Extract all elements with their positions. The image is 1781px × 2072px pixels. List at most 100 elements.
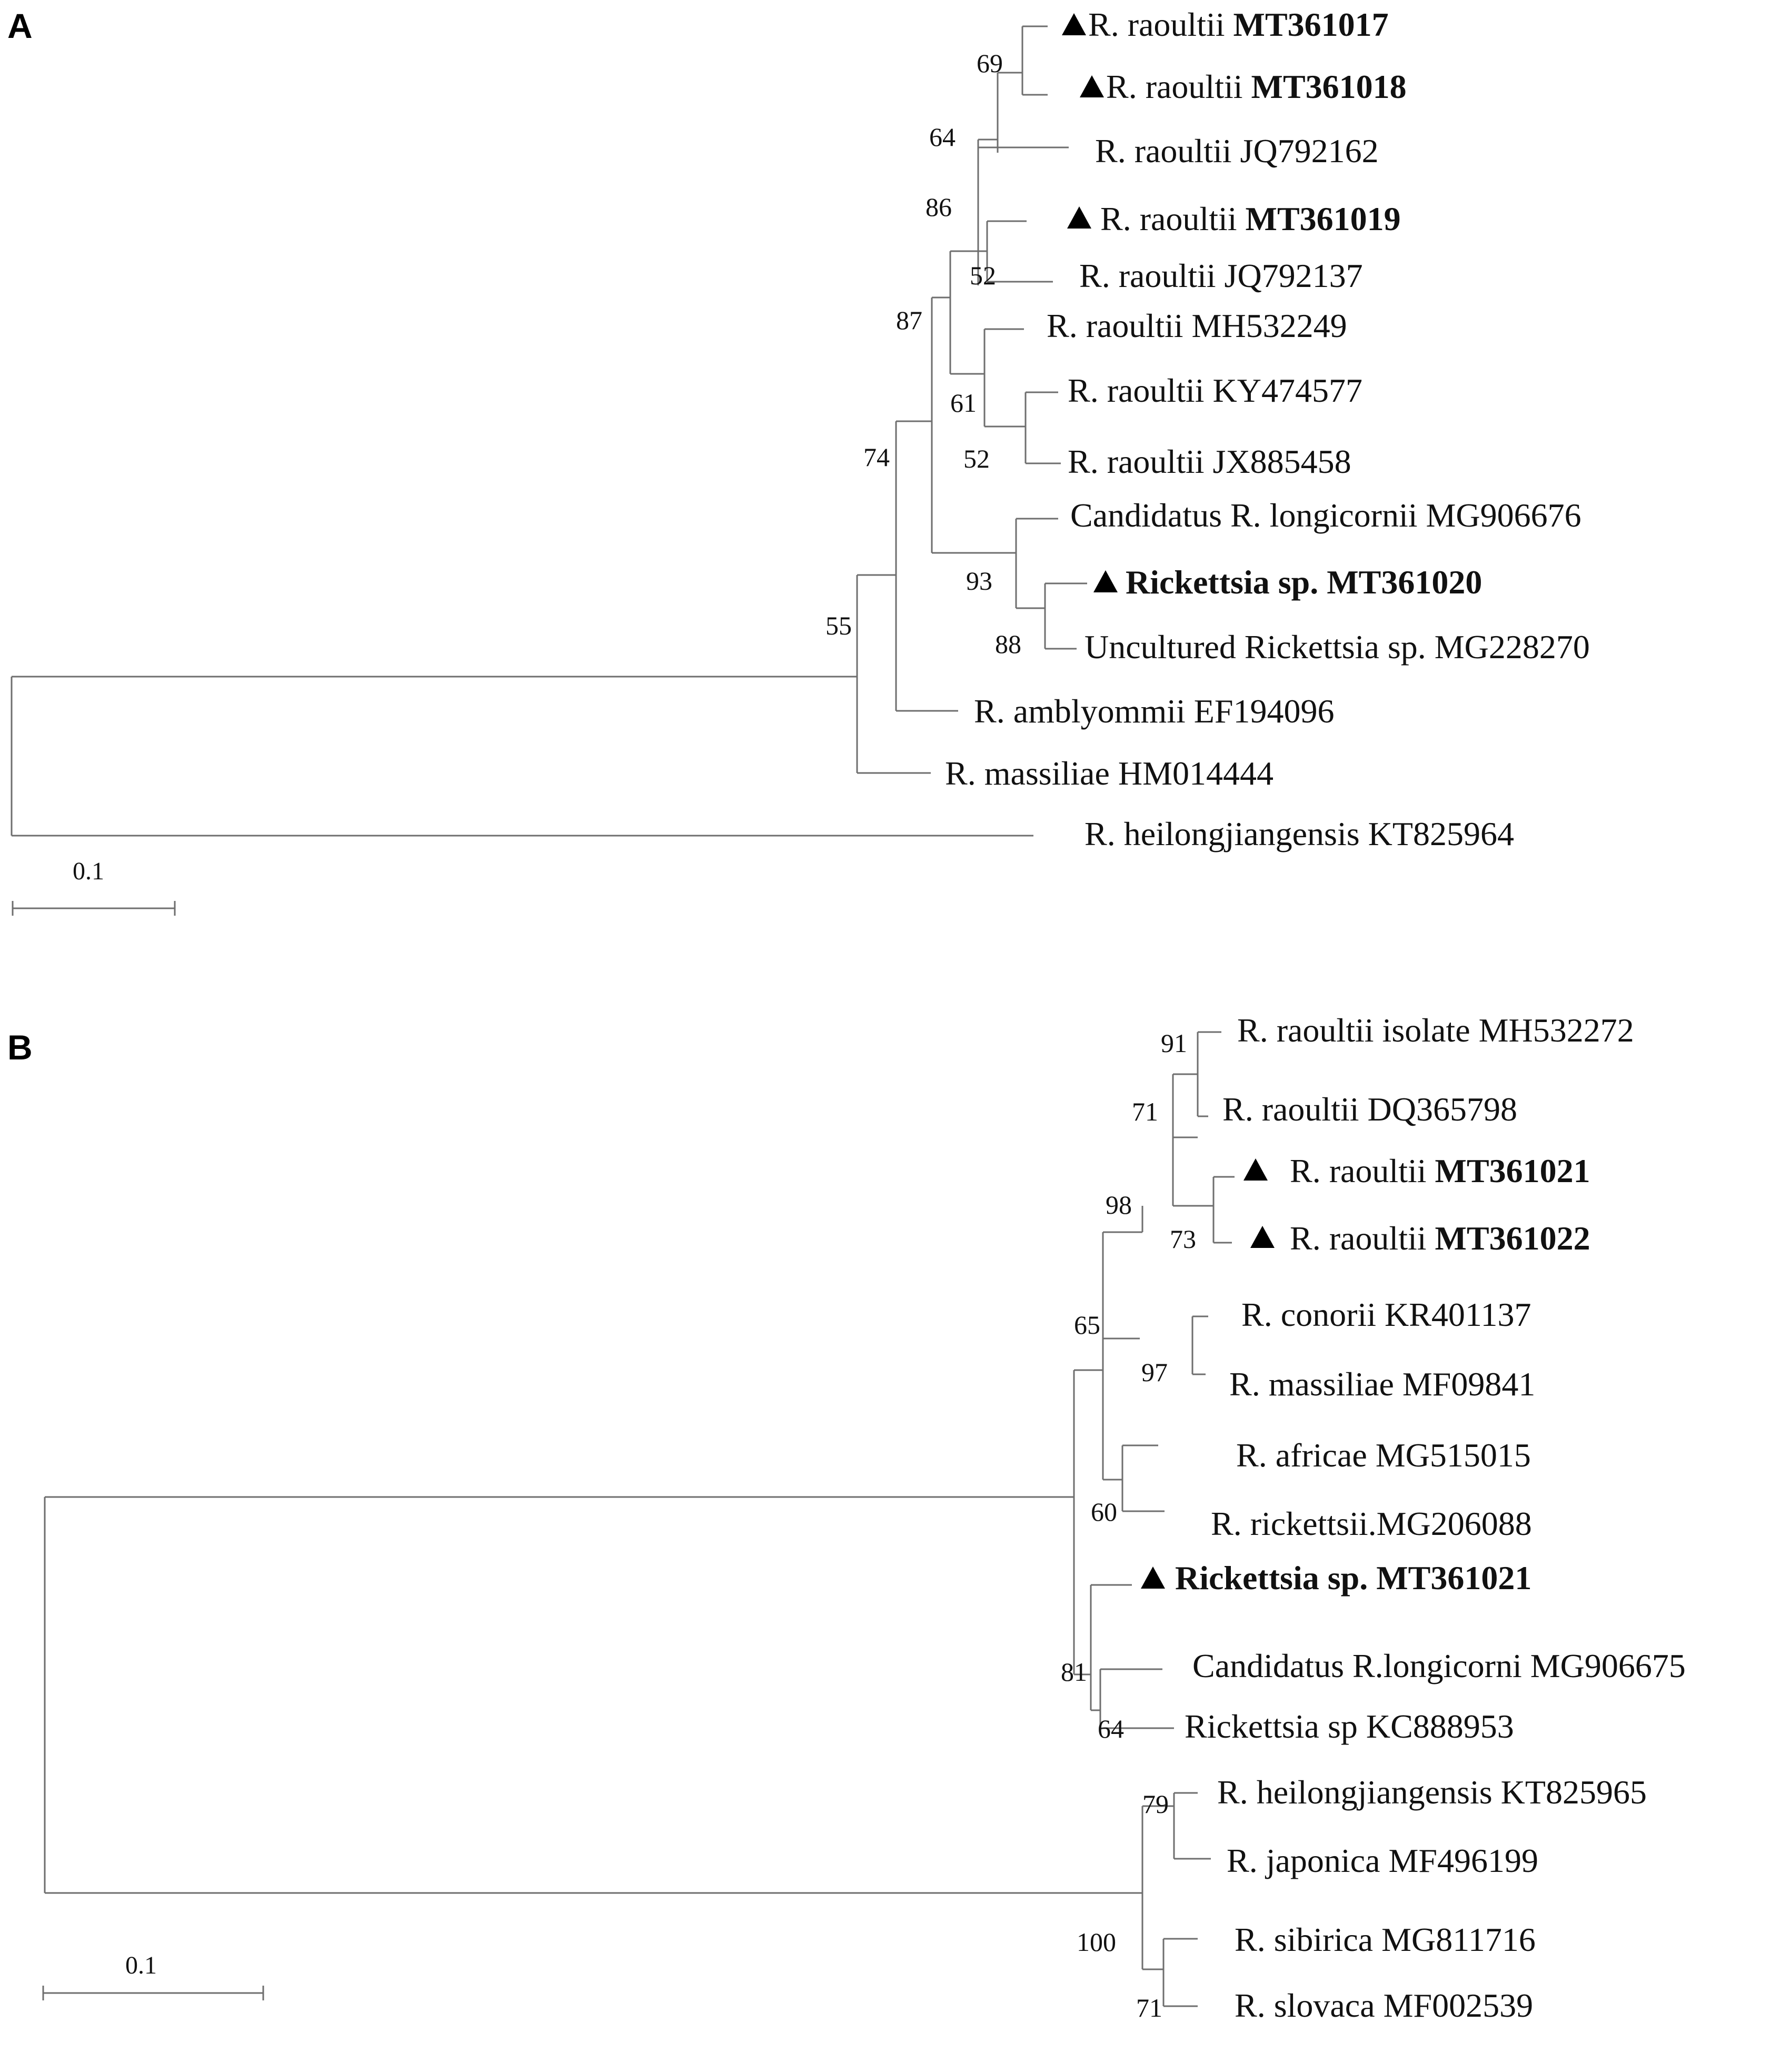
bootstrap-value: 71: [1136, 1993, 1162, 2023]
leaf-name: R. conorii: [1241, 1296, 1376, 1333]
svg-text:R. raoultii MT361021: R. raoultii MT361021: [1290, 1152, 1590, 1189]
panel-b: B: [7, 1012, 1686, 2024]
svg-text:R. slovaca MF002539: R. slovaca MF002539: [1235, 1987, 1533, 2024]
leaf-label: R. raoultii MT361022: [1250, 1220, 1590, 1257]
bootstrap-value: 61: [950, 388, 977, 418]
bootstrap-value: 97: [1141, 1357, 1168, 1387]
panel-a-bootstrap: 69 64 86 52 87 61 52 74 93 88 55: [825, 48, 1021, 659]
leaf-label: R. conorii KR401137: [1241, 1296, 1531, 1333]
svg-text:R. raoultii JX885458: R. raoultii JX885458: [1068, 443, 1351, 480]
leaf-label: R. africae MG515015: [1236, 1436, 1531, 1474]
leaf-accession: MG906675: [1530, 1647, 1686, 1684]
leaf-label: R. raoultii DQ365798: [1222, 1090, 1517, 1128]
triangle-marker-icon: [1141, 1567, 1165, 1589]
triangle-marker-icon: [1093, 570, 1118, 592]
bootstrap-value: 79: [1142, 1789, 1169, 1819]
leaf-name: R. raoultii: [1079, 257, 1216, 294]
leaf-name: Rickettsia sp.: [1175, 1559, 1368, 1597]
bootstrap-value: 98: [1106, 1190, 1132, 1220]
bootstrap-value: 71: [1132, 1097, 1158, 1126]
svg-text:R. raoultii isolate MH532272: R. raoultii isolate MH532272: [1237, 1012, 1634, 1049]
leaf-label: Rickettsia sp. MT361021: [1141, 1559, 1531, 1597]
svg-text:Uncultured Rickettsia sp. MG22: Uncultured Rickettsia sp. MG228270: [1084, 628, 1590, 666]
leaf-name: R. massiliae: [945, 755, 1110, 792]
bootstrap-value: 88: [995, 629, 1021, 659]
leaf-accession: MT361018: [1251, 68, 1407, 105]
panel-a-label: A: [7, 6, 33, 45]
triangle-marker-icon: [1243, 1158, 1268, 1181]
leaf-label: Rickettsia sp KC888953: [1185, 1708, 1514, 1745]
leaf-name: R. raoultii: [1068, 372, 1205, 409]
leaf-accession: MT361022: [1435, 1220, 1590, 1257]
panel-b-label: B: [7, 1028, 33, 1067]
leaf-name: R. raoultii isolate: [1237, 1012, 1470, 1049]
leaf-name: R. raoultii: [1106, 68, 1243, 105]
leaf-accession: KC888953: [1366, 1708, 1514, 1745]
bootstrap-value: 73: [1170, 1224, 1196, 1254]
leaf-name: R. raoultii: [1088, 6, 1225, 43]
leaf-accession: KY474577: [1213, 372, 1362, 409]
svg-text:R. raoultii JQ792162: R. raoultii JQ792162: [1095, 132, 1379, 170]
panel-a: A: [7, 6, 1590, 916]
leaf-name: R. sibirica: [1235, 1921, 1373, 1958]
svg-text:Candidatus R.longicorni MG90: Candidatus R.longicorni MG906675: [1192, 1647, 1686, 1684]
leaf-label: R. heilongjiangensis KT825965: [1217, 1773, 1647, 1811]
leaf-accession: MT361017: [1233, 6, 1389, 43]
svg-text:R. heilongjiangensis KT825965: R. heilongjiangensis KT825965: [1217, 1773, 1647, 1811]
leaf-label: R. japonica MF496199: [1227, 1842, 1538, 1879]
leaf-label: R. raoultii MT361019: [1067, 200, 1401, 237]
panel-b-leaves: R. raoultii isolate MH532272 R. raoultii…: [1141, 1012, 1686, 2024]
leaf-label: R. raoultii KY474577: [1068, 372, 1362, 409]
leaf-accession: MT361020: [1327, 563, 1482, 601]
bootstrap-value: 81: [1061, 1657, 1087, 1687]
bootstrap-value: 74: [863, 442, 890, 472]
svg-text:R. rickettsii.MG206088: R. rickettsii.MG206088: [1211, 1505, 1532, 1542]
leaf-accession: MT361021: [1435, 1152, 1590, 1189]
leaf-name: R. raoultii: [1095, 132, 1232, 170]
svg-text:R. raoultii MH532249: R. raoultii MH532249: [1047, 307, 1347, 344]
svg-text:R. africae MG515015: R. africae MG515015: [1236, 1436, 1531, 1474]
svg-text:R. japonica MF496199: R. japonica MF496199: [1227, 1842, 1538, 1879]
panel-b-branches: [44, 1031, 1235, 2007]
bootstrap-value: 60: [1091, 1497, 1117, 1526]
svg-text:R. massiliae HM014444: R. massiliae HM014444: [945, 755, 1273, 792]
leaf-accession: KT825965: [1501, 1773, 1647, 1811]
leaf-accession: MG811716: [1381, 1921, 1536, 1958]
leaf-label: R. raoultii MT361017: [1062, 6, 1389, 43]
leaf-accession: MG515015: [1376, 1436, 1531, 1474]
svg-text:R. heilongjiangensis KT825964: R. heilongjiangensis KT825964: [1084, 815, 1514, 852]
svg-text:Rickettsia sp. MT361020: Rickettsia sp. MT361020: [1126, 563, 1482, 601]
leaf-accession: MH532249: [1192, 307, 1347, 344]
leaf-name: R. slovaca: [1235, 1987, 1375, 2024]
leaf-name: R. rickettsii.: [1211, 1505, 1377, 1542]
panel-a-leaves: R. raoultii MT361017 R. raoultii MT36101…: [945, 6, 1590, 852]
triangle-marker-icon: [1250, 1226, 1275, 1248]
bootstrap-value: 52: [963, 444, 990, 473]
panel-b-scale-bar: 0.1: [42, 1951, 264, 2000]
svg-text:R. sibirica MG811716: R. sibirica MG811716: [1235, 1921, 1536, 1958]
leaf-accession: EF194096: [1194, 692, 1335, 730]
leaf-name: Rickettsia sp.: [1126, 563, 1318, 601]
leaf-label: R. massiliae HM014444: [945, 755, 1273, 792]
leaf-name: R. raoultii: [1047, 307, 1183, 344]
leaf-accession: JQ792137: [1225, 257, 1363, 294]
leaf-name: R. heilongjiangensis: [1084, 815, 1360, 852]
leaf-name: R. japonica: [1227, 1842, 1380, 1879]
leaf-name: R. raoultii: [1290, 1220, 1427, 1257]
leaf-label: R. rickettsii.MG206088: [1211, 1505, 1532, 1542]
svg-text:R. raoultii MT361018: R. raoultii MT361018: [1106, 68, 1407, 105]
svg-text:Rickettsia sp KC888953: Rickettsia sp KC888953: [1185, 1708, 1514, 1745]
leaf-accession: MT361019: [1246, 200, 1401, 237]
leaf-name: R. raoultii: [1222, 1090, 1359, 1128]
leaf-name: Uncultured Rickettsia sp.: [1084, 628, 1426, 666]
panel-a-branches: [11, 25, 1087, 837]
leaf-name: Candidatus R.longicorni: [1192, 1647, 1522, 1684]
leaf-name: Candidatus R. longicornii: [1070, 497, 1418, 534]
svg-text:R. conorii KR401137: R. conorii KR401137: [1241, 1296, 1531, 1333]
leaf-label: R. heilongjiangensis KT825964: [1084, 815, 1514, 852]
leaf-accession: MG206088: [1377, 1505, 1532, 1542]
leaf-name: Rickettsia sp: [1185, 1708, 1358, 1745]
scale-bar: [42, 1986, 264, 2000]
leaf-accession: MF09841: [1402, 1365, 1536, 1403]
